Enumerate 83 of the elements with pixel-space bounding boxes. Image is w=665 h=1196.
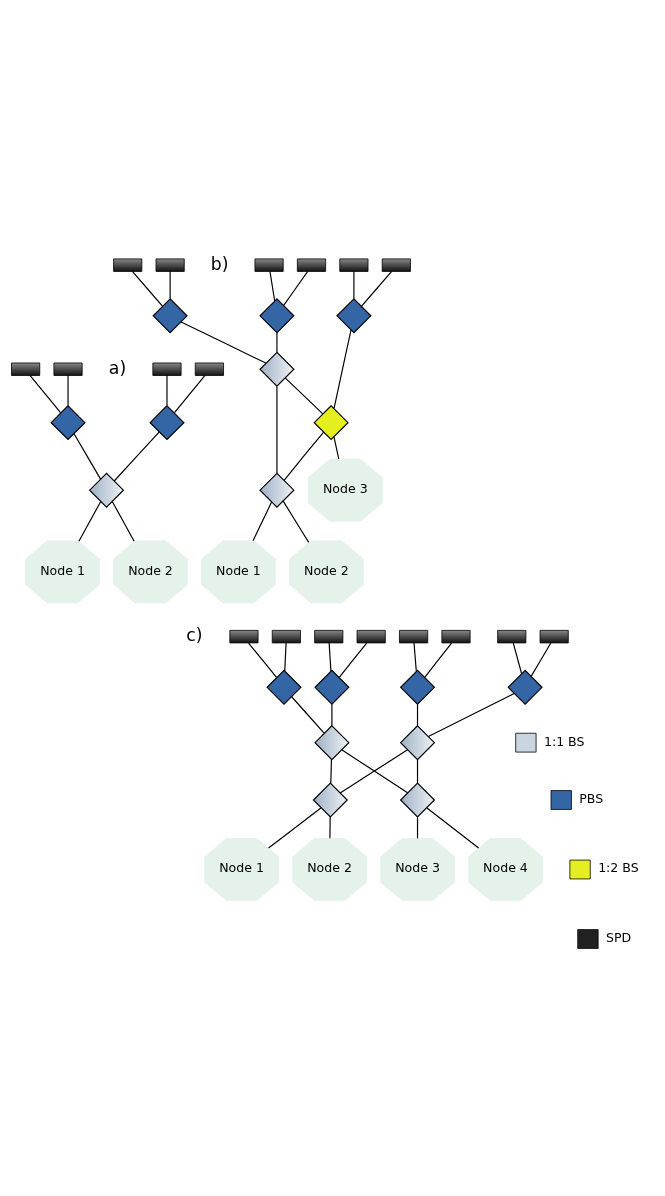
node-box — [155, 258, 185, 272]
connector — [427, 692, 515, 737]
connector — [276, 385, 278, 474]
node-diamond — [266, 669, 302, 706]
connector — [331, 703, 333, 727]
connector — [111, 500, 135, 542]
connector — [291, 696, 325, 734]
node-box — [296, 258, 327, 272]
connector — [512, 642, 523, 675]
node-diamond — [88, 472, 125, 508]
connector — [424, 642, 453, 678]
node-diamond — [336, 298, 372, 334]
node-diamond — [399, 669, 436, 706]
node-box — [314, 629, 344, 644]
legend-label: 1:1 BS — [543, 733, 585, 749]
connector — [252, 501, 273, 542]
node-box — [381, 258, 411, 272]
connector — [113, 431, 160, 482]
connector — [416, 703, 419, 727]
node-box — [497, 629, 527, 644]
node-box — [11, 362, 41, 376]
node-box — [356, 629, 386, 644]
connector — [333, 436, 340, 460]
connector — [284, 642, 287, 672]
connector — [416, 816, 419, 839]
label: b) — [210, 253, 229, 274]
connector — [276, 332, 278, 353]
legend-label: SPD — [606, 929, 632, 945]
node-box — [113, 258, 143, 272]
connector — [333, 329, 352, 409]
connector — [78, 500, 102, 542]
connector — [169, 271, 171, 300]
connector — [361, 271, 393, 307]
node-box — [339, 258, 369, 272]
connector — [173, 375, 206, 414]
connector — [132, 271, 164, 307]
connector — [269, 271, 276, 302]
connector — [413, 642, 417, 673]
legend-label: 1:2 BS — [598, 860, 639, 876]
connector — [330, 758, 333, 785]
legend-label: PBS — [579, 790, 604, 806]
node-box — [399, 629, 429, 644]
connector — [166, 375, 168, 407]
connector — [267, 807, 322, 849]
node-box — [53, 362, 83, 376]
connector — [29, 375, 62, 414]
node-box — [152, 362, 182, 376]
node-diamond — [259, 472, 295, 508]
connector — [282, 500, 310, 543]
node-box — [229, 629, 259, 644]
connector — [73, 433, 102, 480]
connector — [353, 271, 355, 300]
connector — [416, 759, 419, 784]
node-diamond — [50, 404, 86, 441]
node-diamond — [149, 404, 185, 441]
node-diamond — [314, 669, 350, 706]
node-box — [271, 629, 301, 644]
label: c) — [186, 625, 203, 646]
node-diamond — [259, 298, 295, 334]
node-box — [539, 629, 569, 644]
connector — [180, 321, 267, 364]
node-diamond — [312, 782, 349, 818]
node-diamond — [314, 724, 350, 761]
node-diamond — [507, 669, 543, 706]
connector — [426, 807, 480, 849]
node-box — [441, 629, 471, 644]
node-diamond — [259, 351, 295, 387]
node-diamond — [313, 404, 349, 441]
connector — [329, 816, 331, 839]
node-box — [194, 362, 224, 376]
node-diamond — [152, 298, 188, 334]
connector — [67, 375, 69, 407]
connector — [328, 642, 332, 672]
node-diamond — [399, 782, 436, 818]
connector — [284, 377, 324, 415]
node-box — [254, 258, 284, 272]
label: a) — [108, 357, 127, 378]
connector — [338, 642, 368, 678]
connector — [283, 271, 309, 307]
connector — [530, 642, 552, 677]
connector — [283, 431, 325, 481]
node-diamond — [399, 724, 436, 761]
connector — [247, 642, 278, 679]
